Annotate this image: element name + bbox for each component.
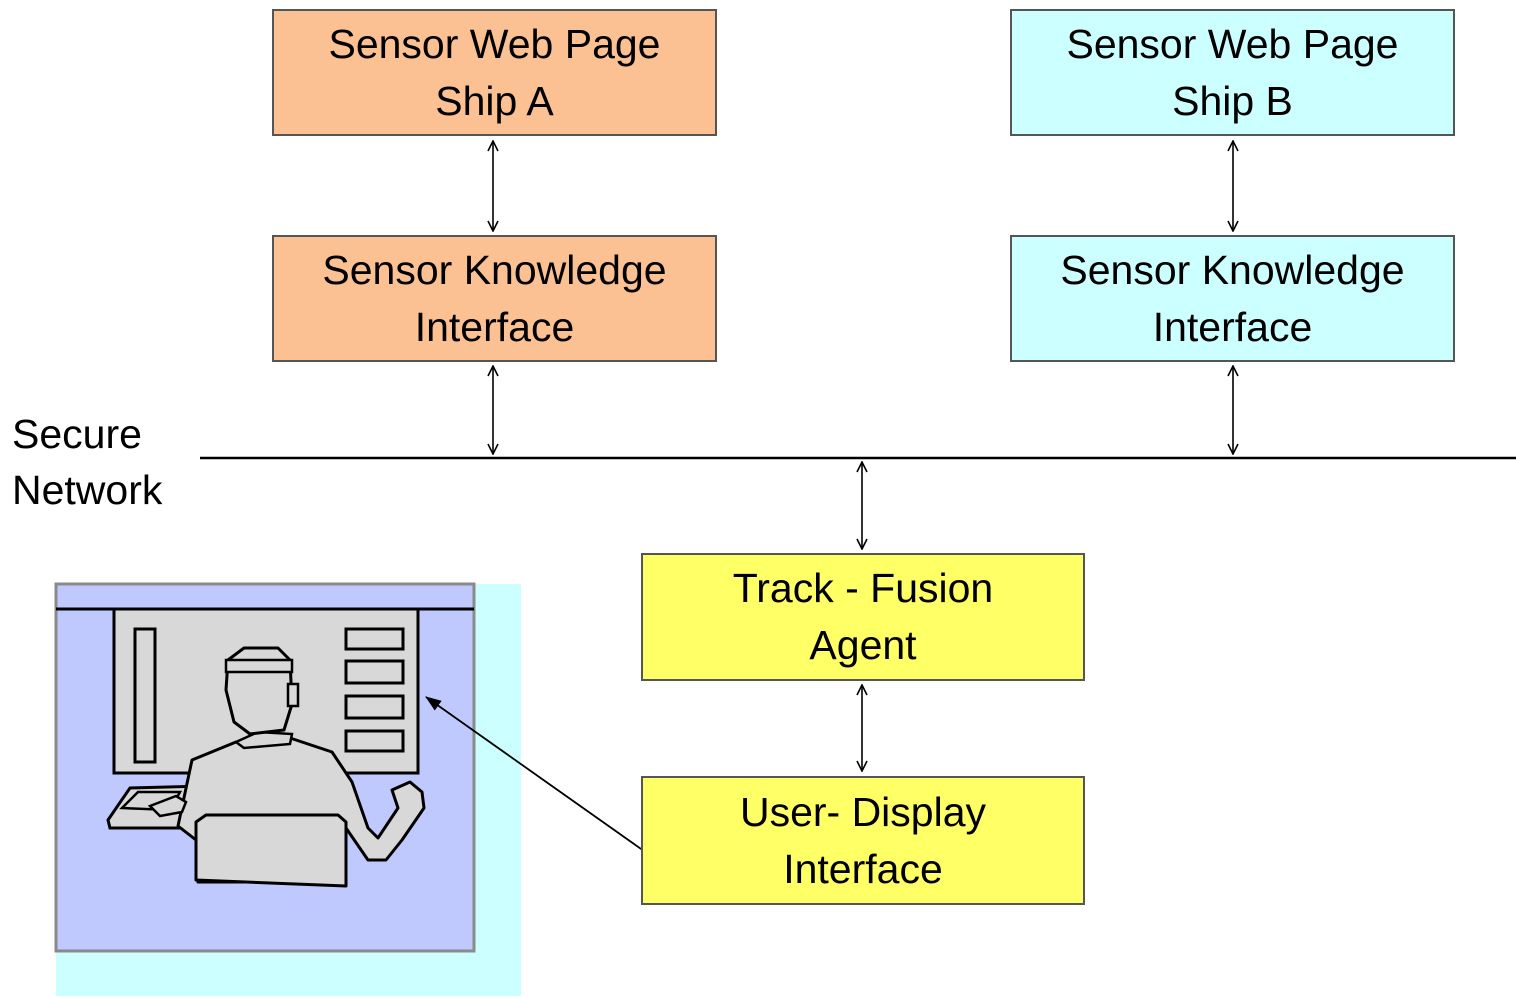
operator-at-workstation-icon bbox=[54, 582, 521, 996]
ship-b-web-page-line1: Sensor Web Page bbox=[1066, 20, 1399, 67]
ship-a-web-page-line2: Ship A bbox=[435, 77, 554, 124]
ship-a-knowledge-line1: Sensor Knowledge bbox=[322, 246, 667, 293]
ship-a-knowledge-line2: Interface bbox=[414, 303, 575, 350]
ship-b-web-page-line2: Ship B bbox=[1172, 77, 1293, 124]
ship-a-web-page-box: Sensor Web Page Ship A bbox=[272, 9, 717, 136]
ship-b-knowledge-interface-box: Sensor Knowledge Interface bbox=[1010, 235, 1455, 362]
secure-network-label-line2: Network bbox=[12, 467, 163, 513]
user-display-interface-box: User- Display Interface bbox=[641, 776, 1085, 905]
ship-b-web-page-box: Sensor Web Page Ship B bbox=[1010, 9, 1455, 136]
ship-a-knowledge-interface-box: Sensor Knowledge Interface bbox=[272, 235, 717, 362]
secure-network-label: Secure Network bbox=[12, 406, 162, 518]
ship-a-web-page-line1: Sensor Web Page bbox=[328, 20, 661, 67]
monitor-button-2 bbox=[344, 659, 405, 685]
user-display-interface-line2: Interface bbox=[783, 845, 943, 892]
monitor-button-1 bbox=[344, 627, 405, 651]
monitor-vertical-slot bbox=[133, 627, 157, 764]
user-display-interface-line1: User- Display bbox=[739, 788, 987, 835]
operator-ear bbox=[286, 682, 300, 708]
track-fusion-agent-line2: Agent bbox=[809, 622, 917, 668]
display-pointer-arrow bbox=[425, 696, 652, 857]
track-fusion-agent-line1: Track - Fusion bbox=[732, 565, 994, 611]
chair-back bbox=[194, 813, 348, 888]
secure-network-label-line1: Secure bbox=[12, 411, 142, 457]
operator-hand bbox=[147, 794, 188, 818]
monitor-button-4 bbox=[344, 729, 405, 753]
ship-b-knowledge-line2: Interface bbox=[1152, 303, 1313, 350]
track-fusion-agent-box: Track - Fusion Agent bbox=[641, 553, 1085, 681]
operator-headband bbox=[224, 658, 294, 674]
monitor-button-3 bbox=[344, 694, 405, 720]
ship-b-knowledge-line1: Sensor Knowledge bbox=[1060, 246, 1405, 293]
